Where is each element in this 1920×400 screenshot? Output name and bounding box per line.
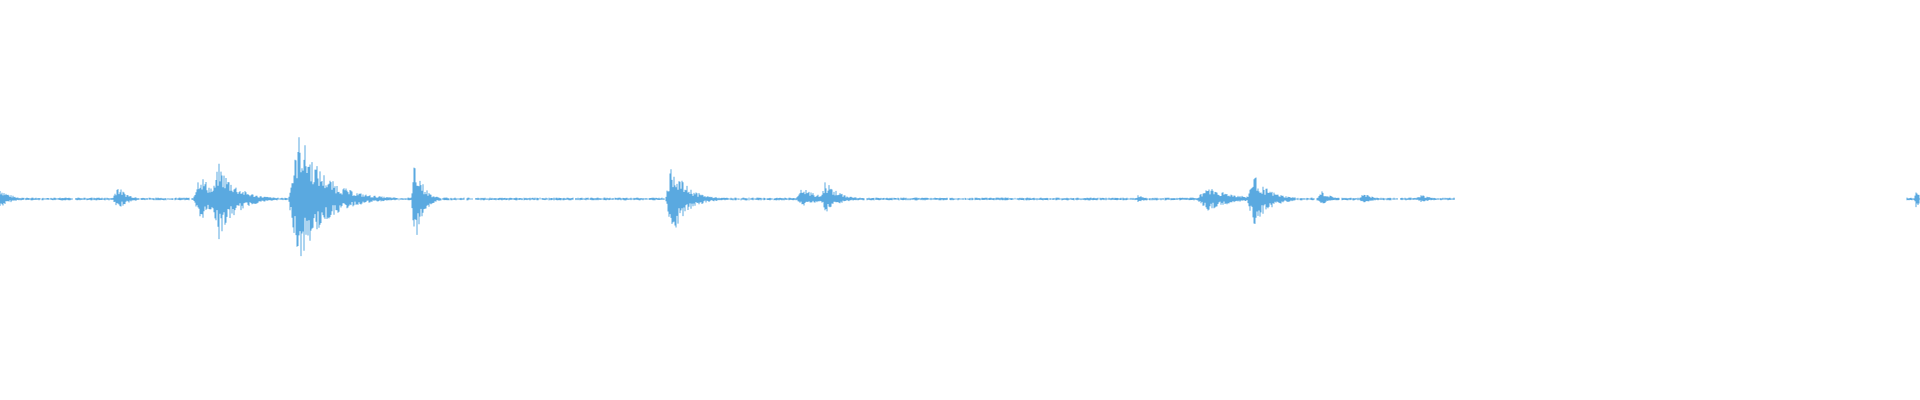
waveform-samples	[0, 137, 1920, 257]
waveform-path	[0, 137, 1920, 257]
